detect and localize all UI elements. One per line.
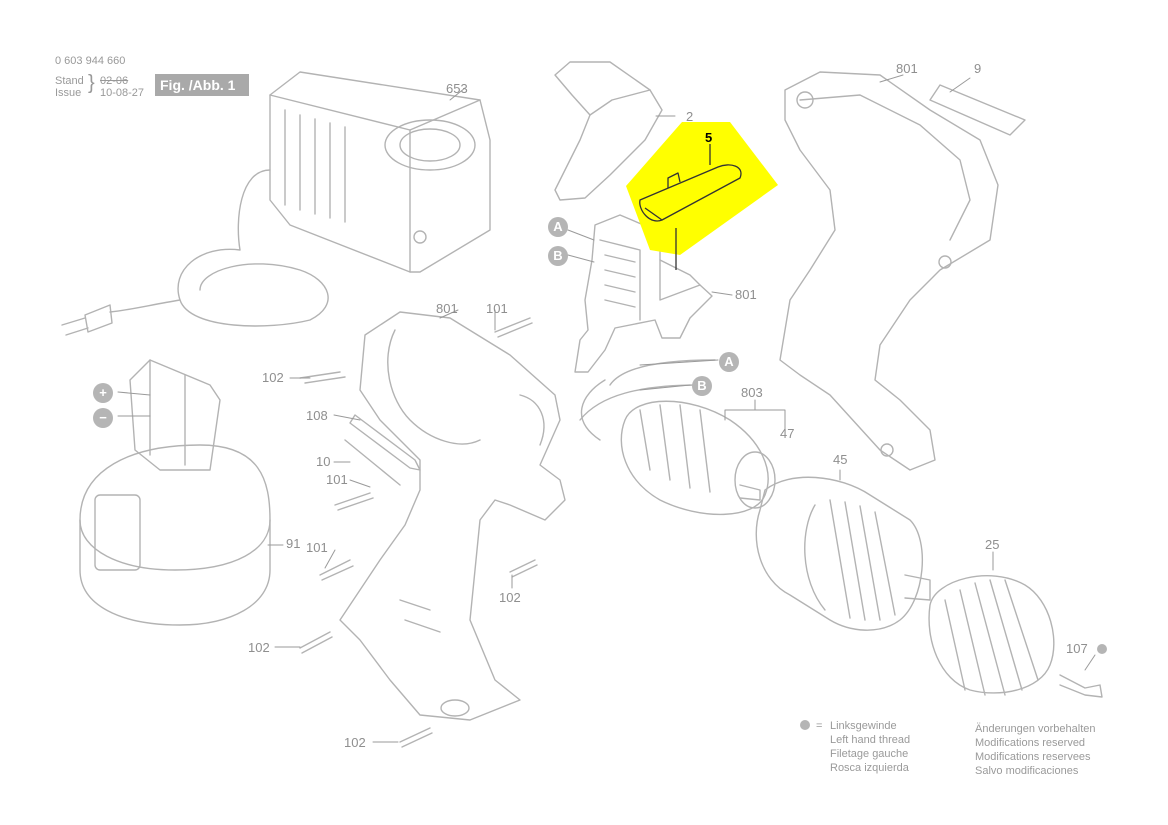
switch-part <box>574 214 713 373</box>
legend-line: Salvo modificaciones <box>975 765 1079 777</box>
legend-line: Filetage gauche <box>830 748 909 760</box>
gearbox-part <box>755 476 931 631</box>
left-hand-thread-dot <box>1097 644 1107 654</box>
motor-part <box>579 359 776 516</box>
part-label-9: 9 <box>974 61 982 76</box>
housing-half-right-part <box>779 71 1026 471</box>
part-label-801-switch: 801 <box>735 287 757 302</box>
part-label-801-top: 801 <box>896 61 918 76</box>
part-label-102-b: 102 <box>499 590 521 605</box>
legend-line: Modifications reserved <box>975 737 1086 749</box>
part-label-91: 91 <box>286 536 301 551</box>
screws-part <box>299 317 538 748</box>
part-label-102-a: 102 <box>262 370 284 385</box>
legend-dot <box>800 720 810 730</box>
part-label-101-a: 101 <box>486 301 508 316</box>
battery-minus-marker: − <box>93 408 113 428</box>
part-label-10: 10 <box>316 454 331 469</box>
part-label-102-c: 102 <box>248 640 270 655</box>
connector-marker-a-switch: A <box>548 217 568 237</box>
part-label-45: 45 <box>833 452 848 467</box>
issue-label: Issue <box>55 87 82 99</box>
charger-part <box>61 71 491 336</box>
legend-line: Linksgewinde <box>830 720 897 732</box>
battery-pack-part <box>79 359 271 626</box>
part-label-25: 25 <box>985 537 1000 552</box>
connector-marker-b-motor: B <box>692 376 712 396</box>
part-label-101-b: 101 <box>326 472 348 487</box>
leader-lines <box>117 74 1096 743</box>
stand-brace: } <box>88 72 95 94</box>
battery-plus-marker: + <box>93 383 113 403</box>
connector-marker-b-switch: B <box>548 246 568 266</box>
issue-date: 10-08-27 <box>100 87 145 99</box>
legend-equals: = <box>816 720 823 732</box>
switch-cover-part <box>554 61 663 201</box>
highlighted-part-5 <box>626 122 778 270</box>
part-label-108: 108 <box>306 408 328 423</box>
legend-line: Änderungen vorbehalten <box>975 723 1096 735</box>
connector-marker-a-motor: A <box>719 352 739 372</box>
figure-label: Fig. /Abb. 1 <box>155 74 249 96</box>
part-label-2: 2 <box>686 109 694 124</box>
part-label-803: 803 <box>741 385 763 400</box>
housing-half-left-part <box>339 311 566 721</box>
stand-date: 02-06 <box>100 75 129 87</box>
legend-left-hand-thread: Linksgewinde Left hand thread Filetage g… <box>830 719 910 775</box>
legend-line: Left hand thread <box>830 734 911 746</box>
part-label-653: 653 <box>446 81 468 96</box>
legend-line: Rosca izquierda <box>830 762 909 774</box>
part-label-101-c: 101 <box>306 540 328 555</box>
part-label-5: 5 <box>705 130 713 145</box>
stand-label: Stand <box>55 75 84 87</box>
legend-modifications: Änderungen vorbehalten Modifications res… <box>975 722 1095 778</box>
part-label-107: 107 <box>1066 641 1088 656</box>
part-label-102-d: 102 <box>344 735 366 750</box>
part-label-47: 47 <box>780 426 795 441</box>
legend-line: Modifications reservees <box>975 751 1091 763</box>
chuck-part <box>928 575 1103 698</box>
part-number: 0 603 944 660 <box>55 55 126 67</box>
part-label-801-housing: 801 <box>436 301 458 316</box>
